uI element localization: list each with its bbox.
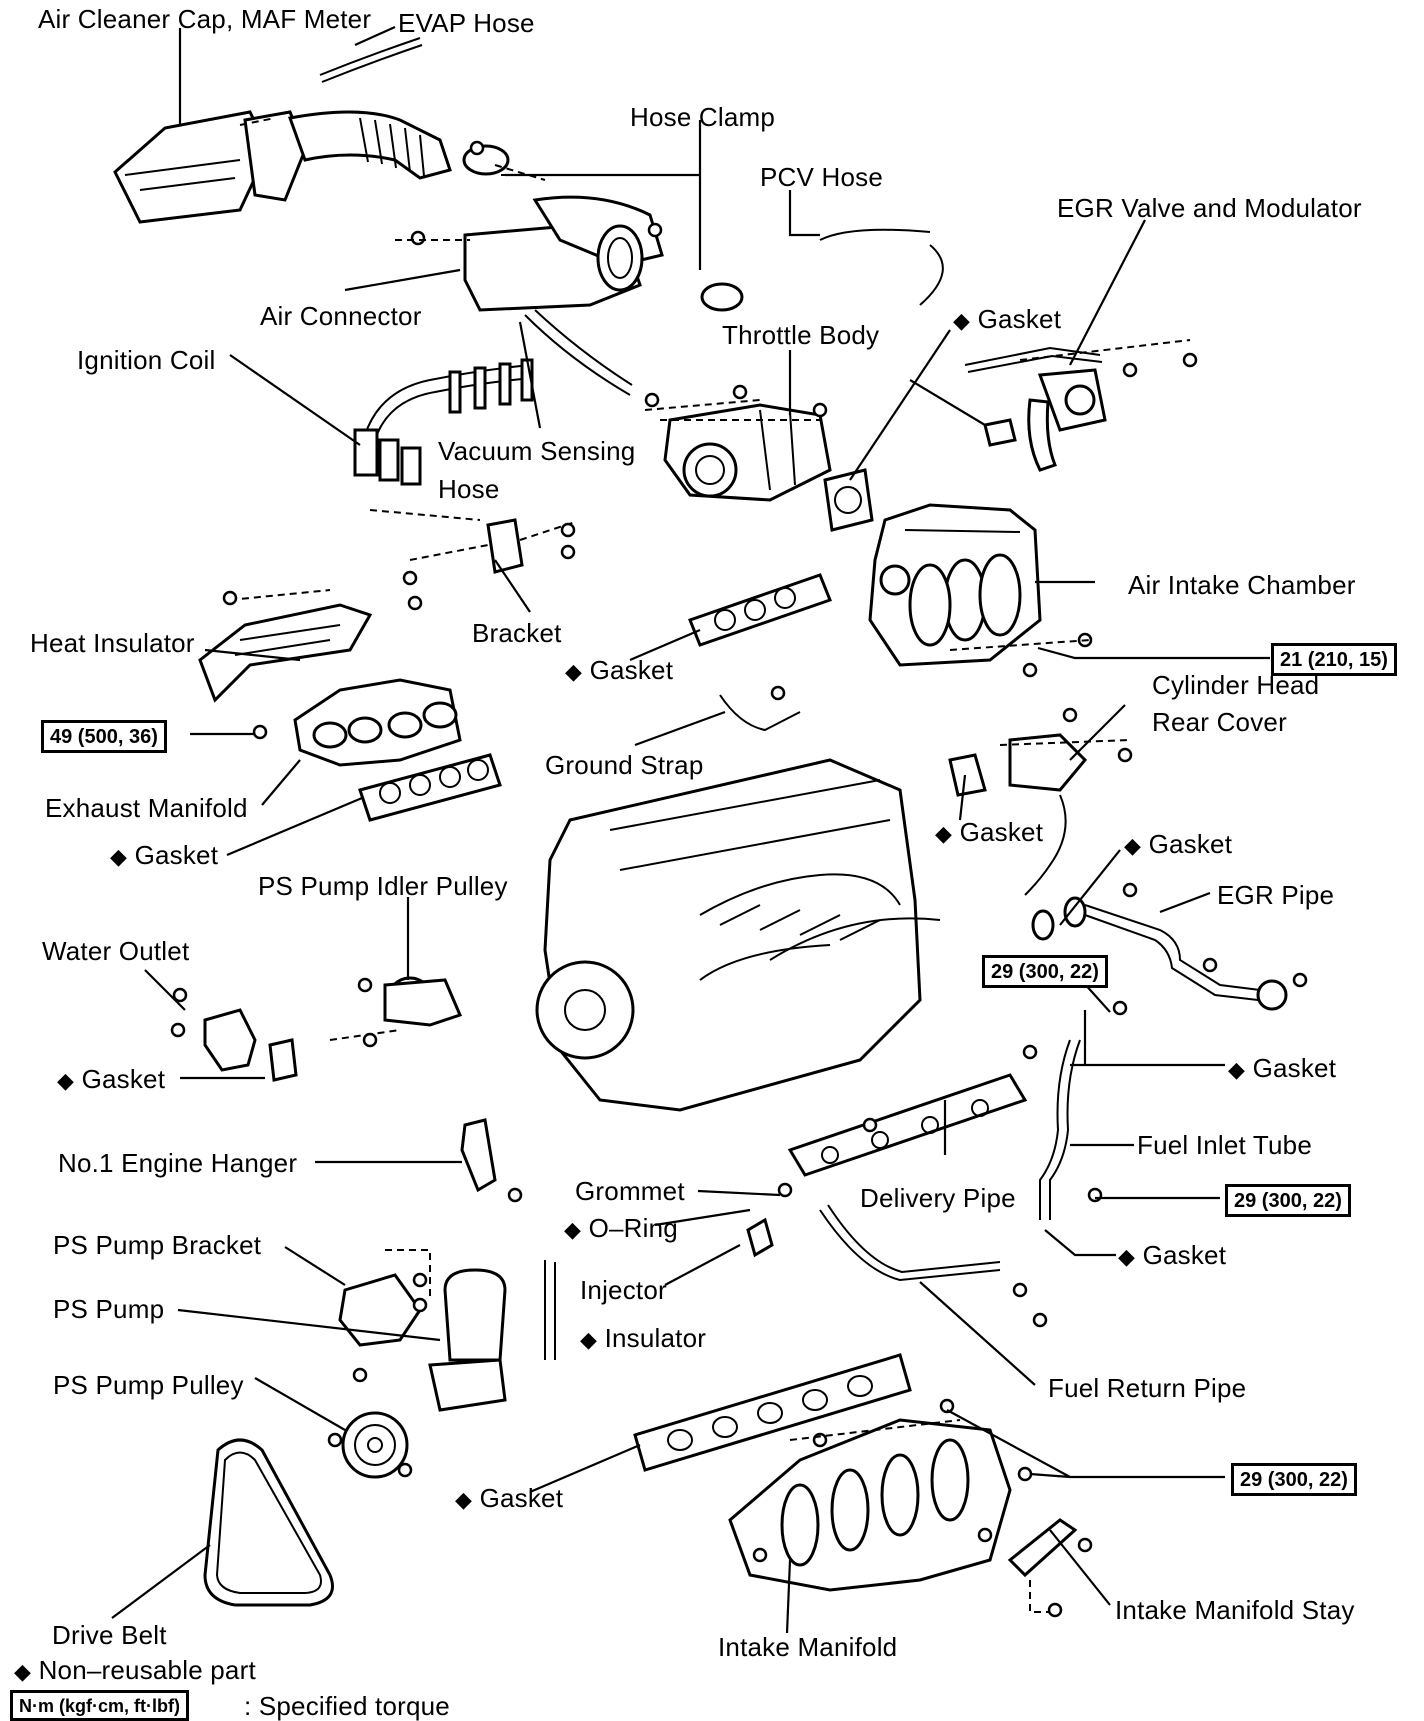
non-reusable-mark: ◆ (110, 844, 128, 869)
air-cleaner-cap-drawing (113, 110, 452, 224)
legend-non-reusable: ◆ Non–reusable part (14, 1657, 256, 1683)
non-reusable-mark: ◆ (1228, 1057, 1246, 1082)
label-ps-idler-pulley: PS Pump Idler Pulley (258, 871, 508, 901)
label-gasket-egr-pipe: ◆ Gasket (1228, 1055, 1336, 1081)
throttle-body-drawing (663, 403, 832, 502)
non-reusable-mark: ◆ (455, 1487, 473, 1512)
label-text: Gasket (1142, 1240, 1227, 1270)
ignition-coil-drawing (353, 358, 534, 486)
label-ps-pump: PS Pump (53, 1294, 165, 1324)
label-air-cleaner-cap: Air Cleaner Cap, MAF Meter (38, 4, 372, 34)
non-reusable-mark: ◆ (565, 659, 583, 684)
label-egr-pipe: EGR Pipe (1217, 880, 1335, 910)
torque-exhaust-manifold: 49 (500, 36) (41, 720, 167, 753)
label-ps-pump-pulley: PS Pump Pulley (53, 1370, 244, 1400)
torque-intake-manifold: 29 (300, 22) (1231, 1463, 1357, 1496)
non-reusable-mark: ◆ (1118, 1244, 1136, 1269)
label-ignition-coil: Ignition Coil (77, 345, 216, 375)
label-hose-clamp: Hose Clamp (630, 102, 776, 132)
egr-valve-drawing (964, 346, 1107, 472)
label-egr-valve: EGR Valve and Modulator (1057, 193, 1362, 223)
label-rear-cover: Rear Cover (1152, 707, 1287, 737)
delivery-pipe-drawing (787, 1073, 1028, 1177)
label-text: Insulator (604, 1323, 707, 1353)
label-gasket-fuel-inlet: ◆ Gasket (1118, 1242, 1226, 1268)
label-text: Gasket (1252, 1053, 1337, 1083)
torque-egr-pipe: 29 (300, 22) (982, 955, 1108, 988)
label-text: Gasket (134, 840, 219, 870)
label-drive-belt: Drive Belt (52, 1620, 167, 1650)
label-grommet: Grommet (575, 1176, 685, 1206)
label-text: Gasket (959, 817, 1044, 847)
label-text: Gasket (1148, 829, 1233, 859)
label-ps-pump-bracket: PS Pump Bracket (53, 1230, 262, 1260)
label-text: Gasket (479, 1483, 564, 1513)
label-insulator: ◆ Insulator (580, 1325, 706, 1351)
label-fuel-inlet-tube: Fuel Inlet Tube (1137, 1130, 1312, 1160)
intake-gasket-upper-drawing (688, 573, 832, 647)
label-intake-manifold-stay: Intake Manifold Stay (1115, 1595, 1355, 1625)
label-gasket-exhaust: ◆ Gasket (110, 842, 218, 868)
label-ground-strap: Ground Strap (545, 750, 704, 780)
label-fuel-return-pipe: Fuel Return Pipe (1048, 1373, 1247, 1403)
label-vacuum-sensing: Vacuum Sensing (438, 436, 636, 466)
label-injector: Injector (580, 1275, 667, 1305)
engine-block-drawing (535, 758, 941, 1112)
intake-manifold-drawing (728, 1418, 1012, 1592)
label-pcv-hose: PCV Hose (760, 162, 883, 192)
air-connector-drawing (462, 144, 744, 312)
label-vacuum-hose: Hose (438, 474, 500, 504)
label-gasket-cyl-rear: ◆ Gasket (935, 819, 1043, 845)
non-reusable-mark: ◆ (580, 1327, 598, 1352)
egr-pipe-drawing (1031, 896, 1288, 1011)
label-gasket-intake-manifold: ◆ Gasket (455, 1485, 563, 1511)
label-o-ring: ◆ O–Ring (564, 1215, 678, 1241)
torque-air-intake-chamber: 21 (210, 15) (1271, 643, 1397, 676)
legend-torque-text: : Specified torque (244, 1691, 450, 1721)
label-engine-hanger: No.1 Engine Hanger (58, 1148, 298, 1178)
intake-manifold-gasket-drawing (633, 1353, 912, 1472)
exhaust-gasket-drawing (358, 753, 502, 822)
torque-fuel-inlet: 29 (300, 22) (1225, 1184, 1351, 1217)
non-reusable-mark: ◆ (953, 308, 971, 333)
non-reusable-mark: ◆ (14, 1659, 32, 1684)
label-gasket-egr: ◆ Gasket (953, 306, 1061, 332)
non-reusable-mark: ◆ (935, 821, 953, 846)
label-delivery-pipe: Delivery Pipe (860, 1183, 1016, 1213)
label-air-intake-chamber: Air Intake Chamber (1128, 570, 1356, 600)
label-gasket-water: ◆ Gasket (57, 1066, 165, 1092)
label-text: Gasket (589, 655, 674, 685)
non-reusable-mark: ◆ (57, 1068, 75, 1093)
label-heat-insulator: Heat Insulator (30, 628, 195, 658)
air-intake-chamber-drawing (868, 503, 1042, 667)
label-throttle-body: Throttle Body (722, 320, 880, 350)
exhaust-manifold-drawing (293, 678, 462, 767)
label-gasket-intake-upper: ◆ Gasket (565, 657, 673, 683)
label-text: Gasket (81, 1064, 166, 1094)
legend-non-reusable-text: Non–reusable part (38, 1655, 256, 1685)
label-bracket: Bracket (472, 618, 562, 648)
label-water-outlet: Water Outlet (42, 936, 190, 966)
label-cylinder-head: Cylinder Head (1152, 670, 1320, 700)
label-gasket-egr-pipe-top: ◆ Gasket (1124, 831, 1232, 857)
label-text: O–Ring (588, 1213, 678, 1243)
label-text: Gasket (977, 304, 1062, 334)
heat-insulator-drawing (198, 589, 373, 703)
label-air-connector: Air Connector (260, 301, 422, 331)
label-evap-hose: EVAP Hose (398, 8, 535, 38)
non-reusable-mark: ◆ (1124, 833, 1142, 858)
label-exhaust-manifold: Exhaust Manifold (45, 793, 248, 823)
non-reusable-mark: ◆ (564, 1217, 582, 1242)
label-intake-manifold: Intake Manifold (718, 1632, 898, 1662)
legend-torque-box: N·m (kgf·cm, ft·lbf) (10, 1690, 189, 1721)
